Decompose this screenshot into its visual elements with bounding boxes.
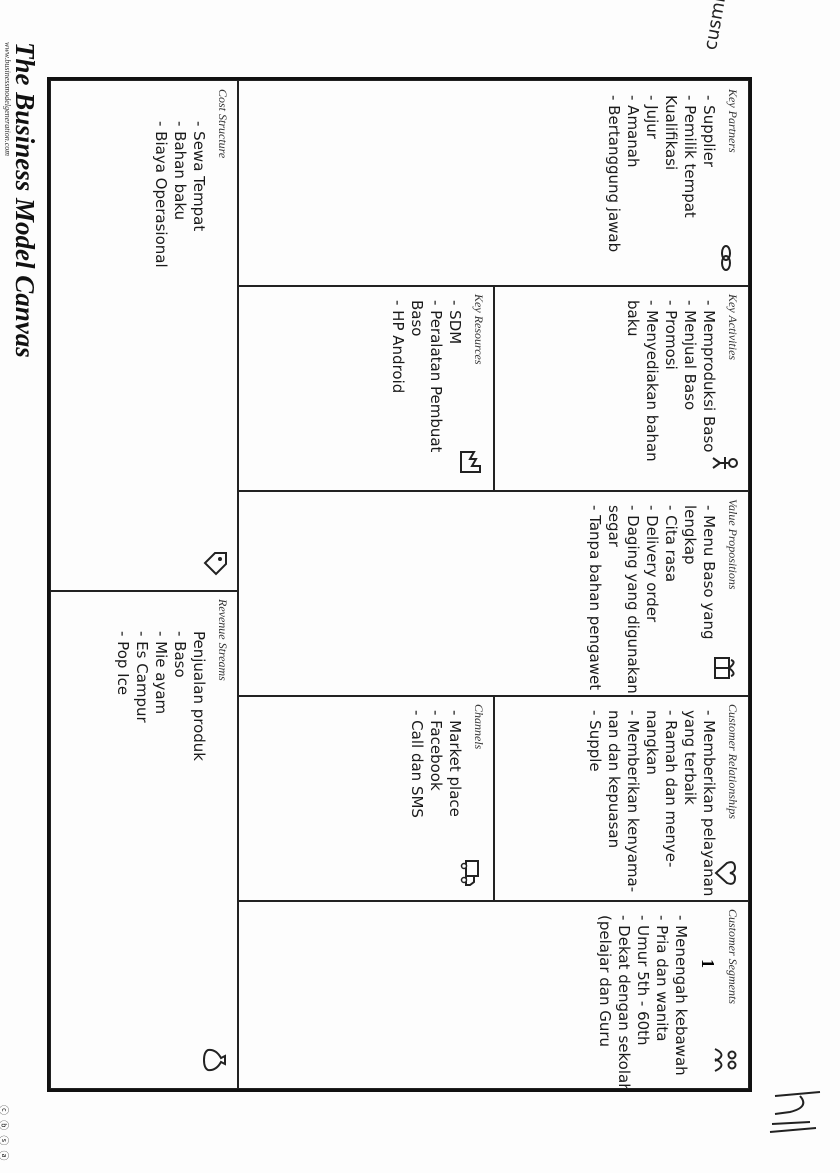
- tag-icon: [203, 552, 227, 576]
- list-item: - Market place: [446, 710, 464, 817]
- list-item: - Memberikan kenyama-: [624, 710, 642, 893]
- customer-relationships-list: - Memberikan pelayanan yang terbaik - Ra…: [585, 710, 718, 896]
- list-item: - Memproduksi Baso: [700, 300, 718, 453]
- list-item: - Menengah kebawah: [672, 915, 690, 1076]
- list-item: - HP Android: [389, 300, 407, 394]
- list-item: (pelajar dan Guru: [596, 915, 614, 1048]
- list-item: - Menjual Baso: [681, 300, 699, 411]
- factory-icon: [460, 451, 481, 473]
- key-partners-block: Key Partners - Supplier - Pemilik tempat…: [237, 80, 749, 287]
- list-item: lengkap: [681, 505, 699, 565]
- channels-label: Channels: [472, 704, 486, 750]
- key-partners-label: Key Partners: [726, 89, 740, 153]
- list-item: - Pria dan wanita: [653, 915, 671, 1042]
- channels-list: - Market place - Facebook - Call dan SMS: [407, 710, 464, 818]
- creative-commons-badges: ⓒ ⓑ ⓢ ⓐ: [0, 1105, 12, 1162]
- list-item: - Mie ayam: [152, 631, 170, 715]
- gift-icon: [714, 657, 735, 679]
- list-item: - Es Campur: [133, 631, 151, 723]
- list-item: - SDM: [446, 300, 464, 345]
- list-item: nan dan kepuasan: [605, 710, 623, 849]
- people-icon: [714, 1048, 737, 1072]
- list-item: - Promosi: [662, 300, 680, 370]
- key-partners-list: - Supplier - Pemilik tempat Kualifikasi …: [604, 95, 718, 252]
- list-item: Kualifikasi: [662, 95, 680, 171]
- list-item: - Menu Baso yang: [700, 505, 718, 640]
- key-activities-block: Key Activities - Memproduksi Baso - Menj…: [493, 285, 749, 492]
- figure-icon: [712, 457, 738, 469]
- margin-handwriting: [760, 1082, 830, 1162]
- cost-structure-label: Cost Structure: [216, 89, 230, 159]
- list-item: - Biaya Operasional: [152, 121, 170, 268]
- key-resources-label: Key Resources: [472, 294, 486, 365]
- list-item: - Supple: [586, 710, 604, 772]
- list-item: - Umur 5th - 60th: [634, 915, 652, 1046]
- list-item: yang terbaik: [681, 710, 699, 805]
- key-resources-block: Key Resources - SDM - Peralatan Pembuat …: [237, 285, 495, 492]
- list-item: baku: [624, 300, 642, 337]
- truck-icon: [460, 860, 479, 886]
- money-bag-icon: [202, 1048, 226, 1072]
- footer-url: www.businessmodelgeneration.com: [3, 42, 12, 157]
- list-item: - Dekat dengan sekolah: [615, 915, 633, 1089]
- list-item: segar: [605, 505, 623, 547]
- list-item: nangkan: [643, 710, 661, 775]
- list-item: - Peralatan Pembuat: [427, 300, 445, 453]
- list-item: - Bahan baku: [171, 121, 189, 221]
- revenue-streams-list: Penjualan produk - Baso - Mie ayam - Es …: [113, 631, 208, 761]
- chain-link-icon: [721, 245, 731, 271]
- value-propositions-list: - Menu Baso yang lengkap - Cita rasa - D…: [585, 505, 718, 694]
- list-item: - Daging yang digunakan: [624, 505, 642, 694]
- list-item: - Baso: [171, 631, 189, 678]
- list-item: - Sewa Tempat: [190, 121, 208, 232]
- list-item: - Tanpa bahan pengawet: [586, 505, 604, 691]
- list-item: - Facebook: [427, 710, 445, 791]
- revenue-streams-label: Revenue Streams: [216, 599, 230, 681]
- customer-segments-block: Customer Segments 1 - Menengah kebawah -…: [237, 900, 749, 1089]
- cost-structure-block: Cost Structure - Sewa Tempat - Bahan bak…: [50, 80, 239, 592]
- list-item: - Menyediakan bahan: [643, 300, 661, 462]
- list-item: Baso: [408, 300, 426, 337]
- list-item: - Call dan SMS: [408, 710, 426, 818]
- signature-scribble-icon: [769, 1091, 821, 1133]
- list-item: - Ramah dan menye-: [662, 710, 680, 868]
- list-item: - Pop Ice: [114, 631, 132, 696]
- customer-relationships-label: Customer Relationships: [726, 704, 740, 820]
- list-item: - Delivery order: [643, 505, 661, 623]
- list-item: - Jujur: [643, 95, 661, 139]
- value-propositions-block: Value Propositions - Menu Baso yang leng…: [237, 490, 749, 697]
- key-activities-list: - Memproduksi Baso - Menjual Baso - Prom…: [623, 300, 718, 462]
- channels-block: Channels - Market place - Facebook - Cal…: [237, 695, 495, 902]
- canvas-grid: Key Partners - Supplier - Pemilik tempat…: [47, 77, 752, 1092]
- segment-number: 1: [698, 959, 718, 968]
- list-item: - Supplier: [700, 95, 718, 167]
- heart-icon: [714, 861, 737, 885]
- customer-relationships-block: Customer Relationships - Memberikan pela…: [493, 695, 749, 902]
- list-item: Penjualan produk: [190, 631, 208, 761]
- document-title: The Business Model Canvas: [10, 42, 40, 358]
- cost-structure-list: - Sewa Tempat - Bahan baku - Biaya Opera…: [151, 121, 208, 268]
- list-item: - Memberikan pelayanan: [700, 710, 718, 897]
- list-item: - Amanah: [624, 95, 642, 168]
- list-item: - Bertanggung jawab: [605, 95, 623, 253]
- value-propositions-label: Value Propositions: [726, 499, 740, 590]
- customer-segments-list: - Menengah kebawah - Pria dan wanita - U…: [595, 915, 690, 1089]
- key-resources-list: - SDM - Peralatan Pembuat Baso - HP Andr…: [388, 300, 464, 452]
- key-activities-label: Key Activities: [726, 294, 740, 361]
- list-item: - Cita rasa: [662, 505, 680, 583]
- list-item: - Pemilik tempat: [681, 95, 699, 218]
- revenue-streams-block: Revenue Streams Penjualan produk - Baso …: [50, 590, 239, 1089]
- customer-segments-label: Customer Segments: [726, 909, 740, 1004]
